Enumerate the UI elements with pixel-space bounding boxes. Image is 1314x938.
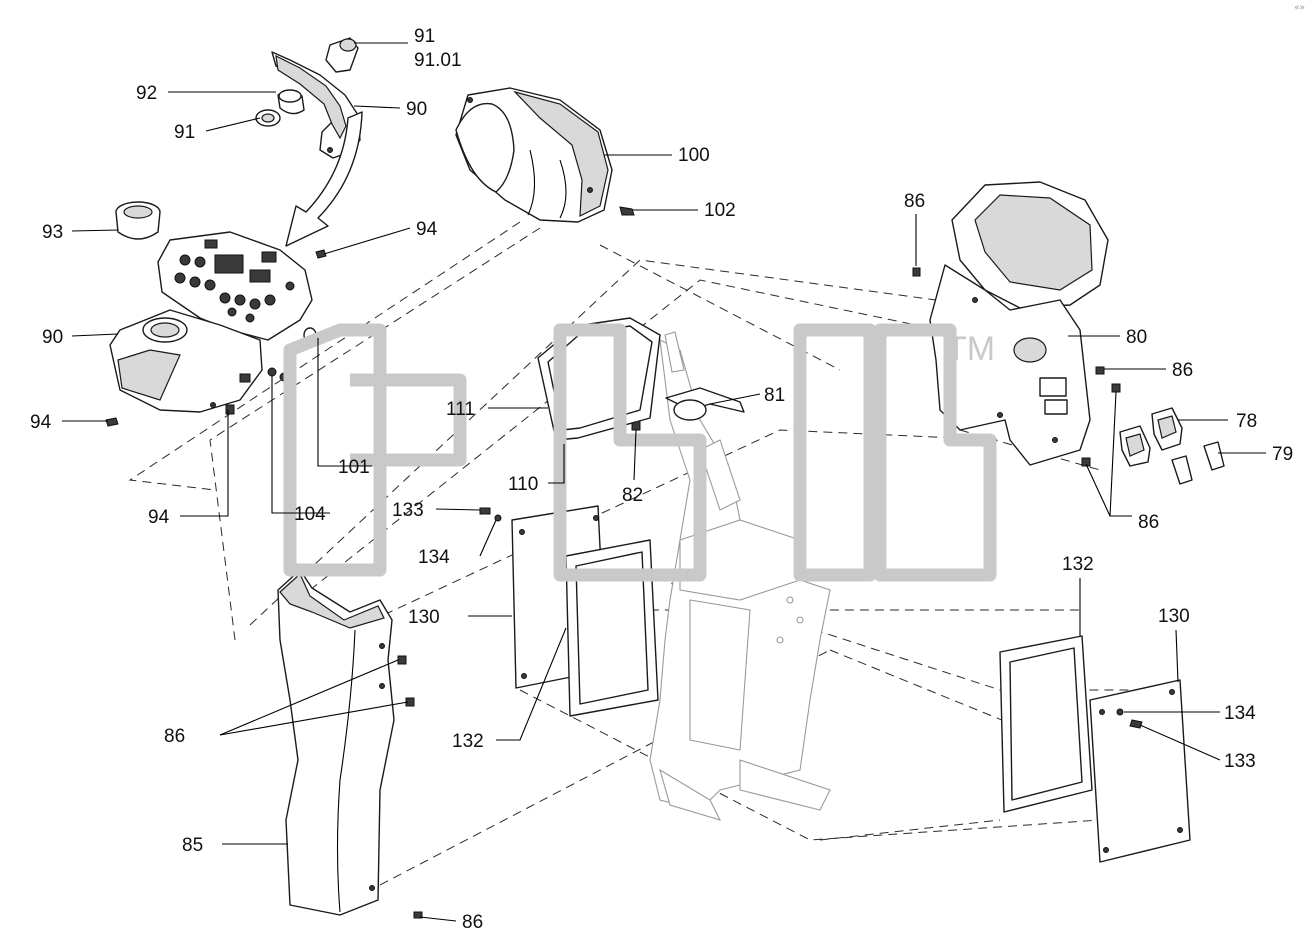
- callout-91: 91: [414, 26, 435, 47]
- callout-86-top: 86: [904, 191, 925, 212]
- callout-132-left: 132: [452, 731, 484, 752]
- part-94-screws-panel: [105, 249, 327, 427]
- part-86-screws-shroud: [912, 267, 1121, 467]
- part-90-instrument-housing: [109, 231, 313, 413]
- callout-78: 78: [1236, 411, 1257, 432]
- callout-85: 85: [182, 835, 203, 856]
- part-91-grommet-upper: [325, 37, 359, 73]
- assembly-arrow: [285, 111, 363, 247]
- callout-94-upper: 94: [416, 219, 438, 240]
- instrument-panel-gauges: [174, 239, 295, 323]
- part-132-gasket-left: [565, 539, 659, 717]
- part-130-cover-plate-right: [1089, 679, 1191, 863]
- part-79-caps: [1171, 441, 1225, 485]
- leader-lines: [62, 42, 1266, 922]
- part-133-134-fasteners-right: [1116, 708, 1143, 729]
- callout-104: 104: [294, 504, 326, 525]
- callout-80: 80: [1126, 327, 1147, 348]
- callout-132-right: 132: [1062, 554, 1094, 575]
- callout-90-lower: 90: [42, 327, 63, 348]
- callout-111: 111: [446, 399, 475, 420]
- callout-100: 100: [678, 145, 710, 166]
- part-91-grommet-lower: [255, 109, 281, 127]
- part-133-134-fasteners-left: [479, 507, 502, 522]
- callout-90-upper: 90: [406, 99, 427, 120]
- part-81-clamp: [665, 387, 745, 421]
- part-132-gasket-right: [999, 635, 1093, 813]
- callout-82: 82: [622, 485, 643, 506]
- part-92-ring: [277, 89, 305, 115]
- callout-81: 81: [764, 385, 785, 406]
- callout-79: 79: [1272, 444, 1293, 465]
- part-93-collar: [115, 201, 161, 240]
- callout-92: 92: [136, 83, 157, 104]
- callout-133-left: 133: [392, 500, 424, 521]
- callout-86-lower-left: 86: [164, 726, 185, 747]
- callout-86-bottom-right: 86: [1138, 512, 1159, 533]
- callout-102: 102: [704, 200, 736, 221]
- watermark-logo: TM: [283, 323, 997, 582]
- callout-101: 101: [338, 457, 370, 478]
- watermark-tm: TM: [946, 330, 995, 368]
- part-100-cover: [455, 87, 613, 223]
- callout-91-lower: 91: [174, 122, 195, 143]
- part-78-switches: [1119, 407, 1183, 467]
- callout-86-right: 86: [1172, 360, 1193, 381]
- callout-94-left: 94: [30, 412, 52, 433]
- callout-133-right: 133: [1224, 751, 1256, 772]
- callout-94-bottom: 94: [148, 507, 170, 528]
- callout-91-01: 91.01: [414, 50, 462, 71]
- part-85-lower-shroud: [277, 569, 395, 916]
- part-80-column-shroud: [929, 181, 1109, 466]
- callout-110: 110: [508, 474, 538, 495]
- part-86-screws-lower: [397, 655, 423, 919]
- part-102-screw: [619, 206, 635, 216]
- callout-86-bottom: 86: [462, 912, 483, 933]
- callout-130-right: 130: [1158, 606, 1190, 627]
- callout-labels: 91 91.01 92 91 90 100 102 93 94 90 94 10…: [30, 26, 1293, 933]
- callout-130-left: 130: [408, 607, 440, 628]
- callout-134-right: 134: [1224, 703, 1256, 724]
- callout-93: 93: [42, 222, 63, 243]
- callout-134-left: 134: [418, 547, 450, 568]
- corner-mark: «»: [1294, 3, 1305, 13]
